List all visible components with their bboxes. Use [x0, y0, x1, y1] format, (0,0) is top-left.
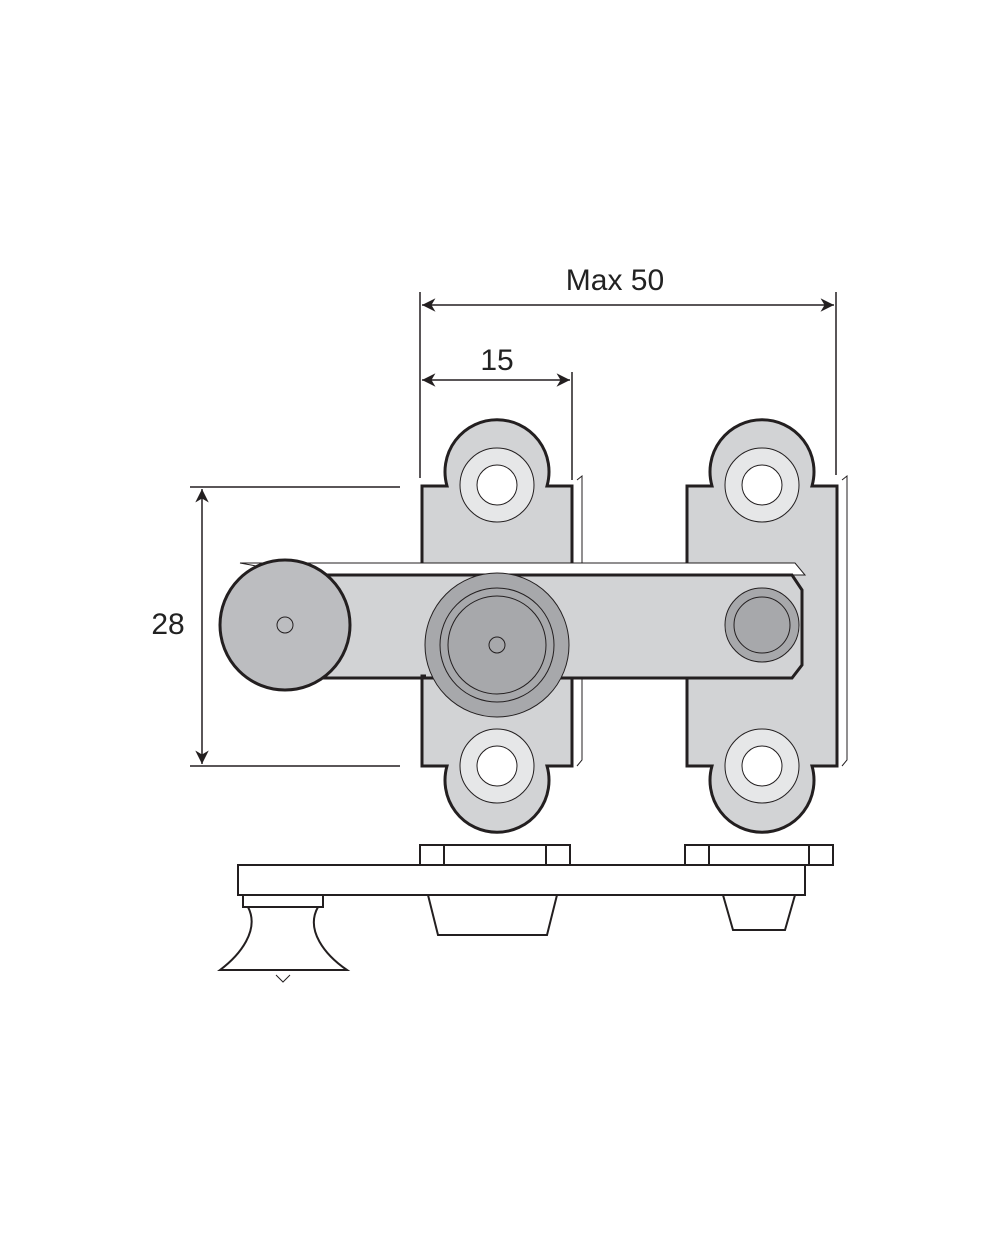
latch-bar	[239, 562, 807, 718]
dimension-label-15: 15	[480, 344, 513, 377]
knob	[218, 558, 352, 692]
dimension-28	[190, 486, 400, 767]
side-view	[217, 844, 834, 983]
dimension-15	[422, 372, 573, 480]
dimension-max-50	[419, 292, 837, 478]
dimension-label-28: 28	[151, 608, 184, 641]
dimension-label-max-50: Max 50	[566, 264, 664, 297]
